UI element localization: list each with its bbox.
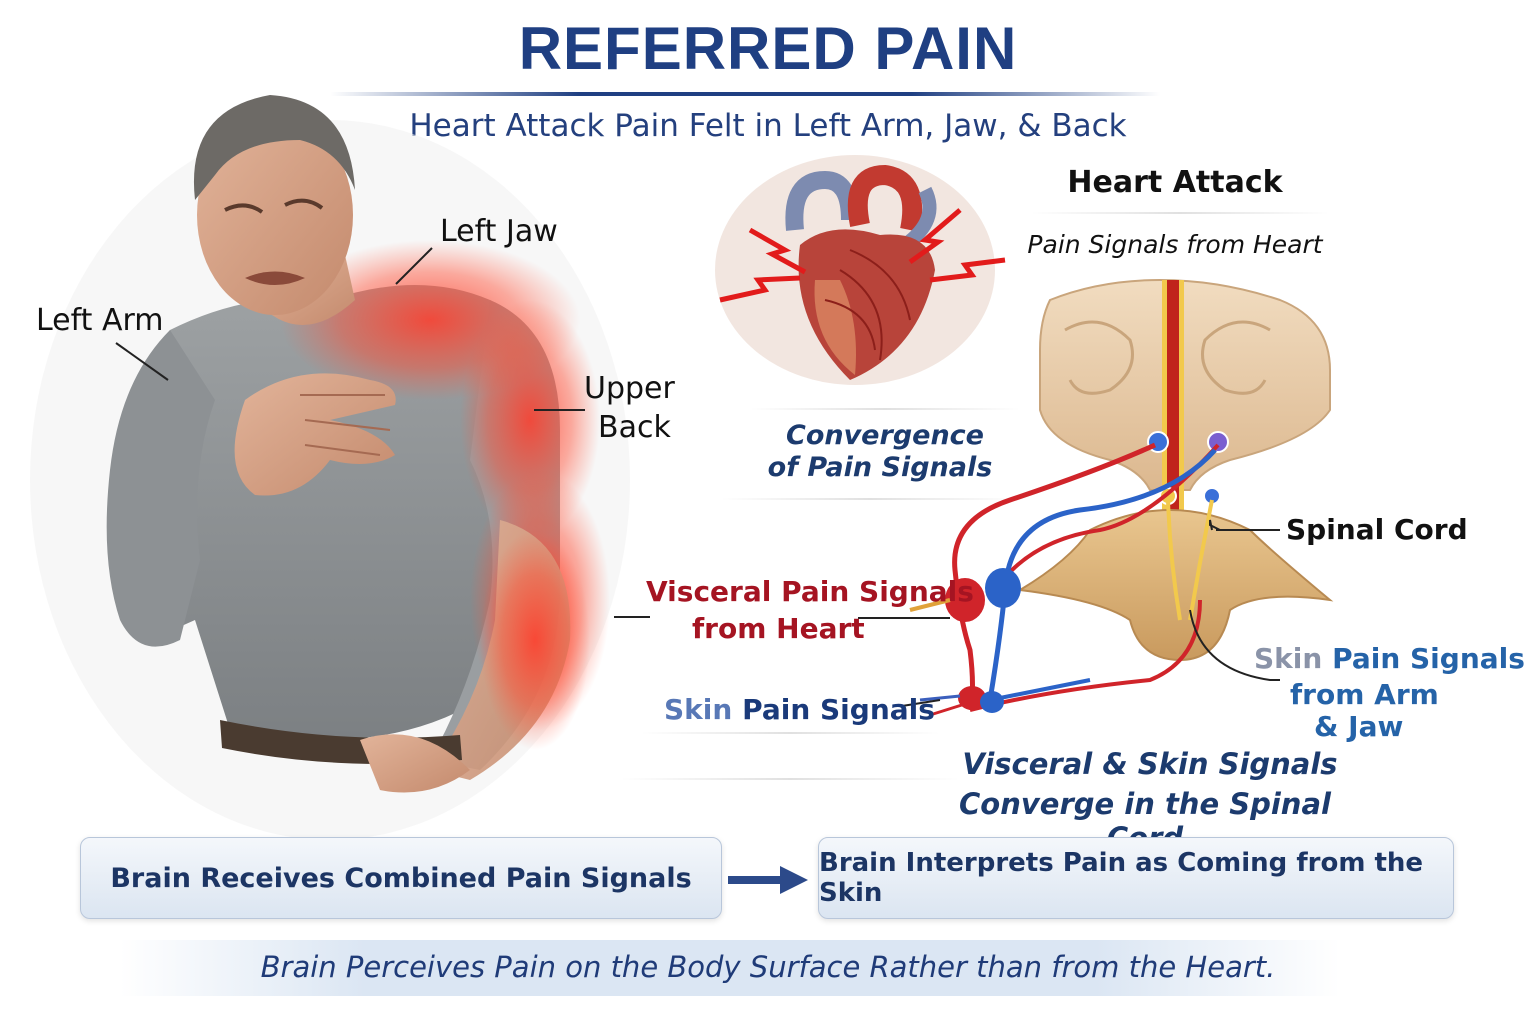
heading-divider <box>1030 212 1330 214</box>
visceral-label-line1: Visceral Pain Signals <box>646 575 974 608</box>
convergence-label-line2: of Pain Signals <box>767 452 993 483</box>
skin-arm-label-line2: from Arm <box>1290 678 1439 711</box>
convergence-divider-bottom <box>720 498 1020 500</box>
spinal-cord-diagram <box>909 278 1334 717</box>
converge-label-line1: Visceral & Skin Signals <box>962 747 1338 781</box>
skin-label-divider <box>640 732 940 734</box>
heart-attack-heading: Heart Attack <box>1067 165 1283 200</box>
brain-interprets-box: Brain Interprets Pain as Coming from the… <box>818 837 1454 919</box>
title-divider <box>330 92 1160 96</box>
skin-arm-label-line1: Skin Pain Signals <box>1254 642 1525 675</box>
upper-back-label-line2: Back <box>598 410 671 445</box>
pain-signals-word: Pain Signals <box>732 693 935 726</box>
page-title: REFERRED PAIN <box>518 15 1018 82</box>
converge-divider <box>620 778 960 780</box>
convergence-divider-top <box>750 408 1020 410</box>
left-arm-label: Left Arm <box>36 303 164 338</box>
figure-leader-lines <box>115 247 650 618</box>
convergence-label-line1: Convergence <box>786 420 984 451</box>
skin-word: Skin <box>664 693 733 726</box>
skin-arm-label-line3: & Jaw <box>1314 710 1404 743</box>
spinal-cord-label: Spinal Cord <box>1286 513 1468 546</box>
page-subtitle: Heart Attack Pain Felt in Left Arm, Jaw,… <box>409 108 1127 144</box>
man-holding-chest-illustration <box>30 95 630 840</box>
skin-arm-pain-word: Pain Signals <box>1322 642 1525 675</box>
upper-back-label-line1: Upper <box>584 371 675 406</box>
spinal-leader-lines <box>858 519 1280 707</box>
skin-arm-skin-word: Skin <box>1254 642 1323 675</box>
footer-note: Brain Perceives Pain on the Body Surface… <box>260 950 1276 984</box>
left-jaw-label: Left Jaw <box>440 214 558 249</box>
right-arrow-icon <box>728 866 808 894</box>
heart-illustration <box>715 155 1006 385</box>
brain-receives-box: Brain Receives Combined Pain Signals <box>80 837 722 919</box>
skin-pain-signals-label: Skin Pain Signals <box>664 693 935 726</box>
visceral-label-line2: from Heart <box>692 612 865 645</box>
footer-band <box>120 940 1340 996</box>
pain-signals-caption: Pain Signals from Heart <box>1027 230 1323 259</box>
